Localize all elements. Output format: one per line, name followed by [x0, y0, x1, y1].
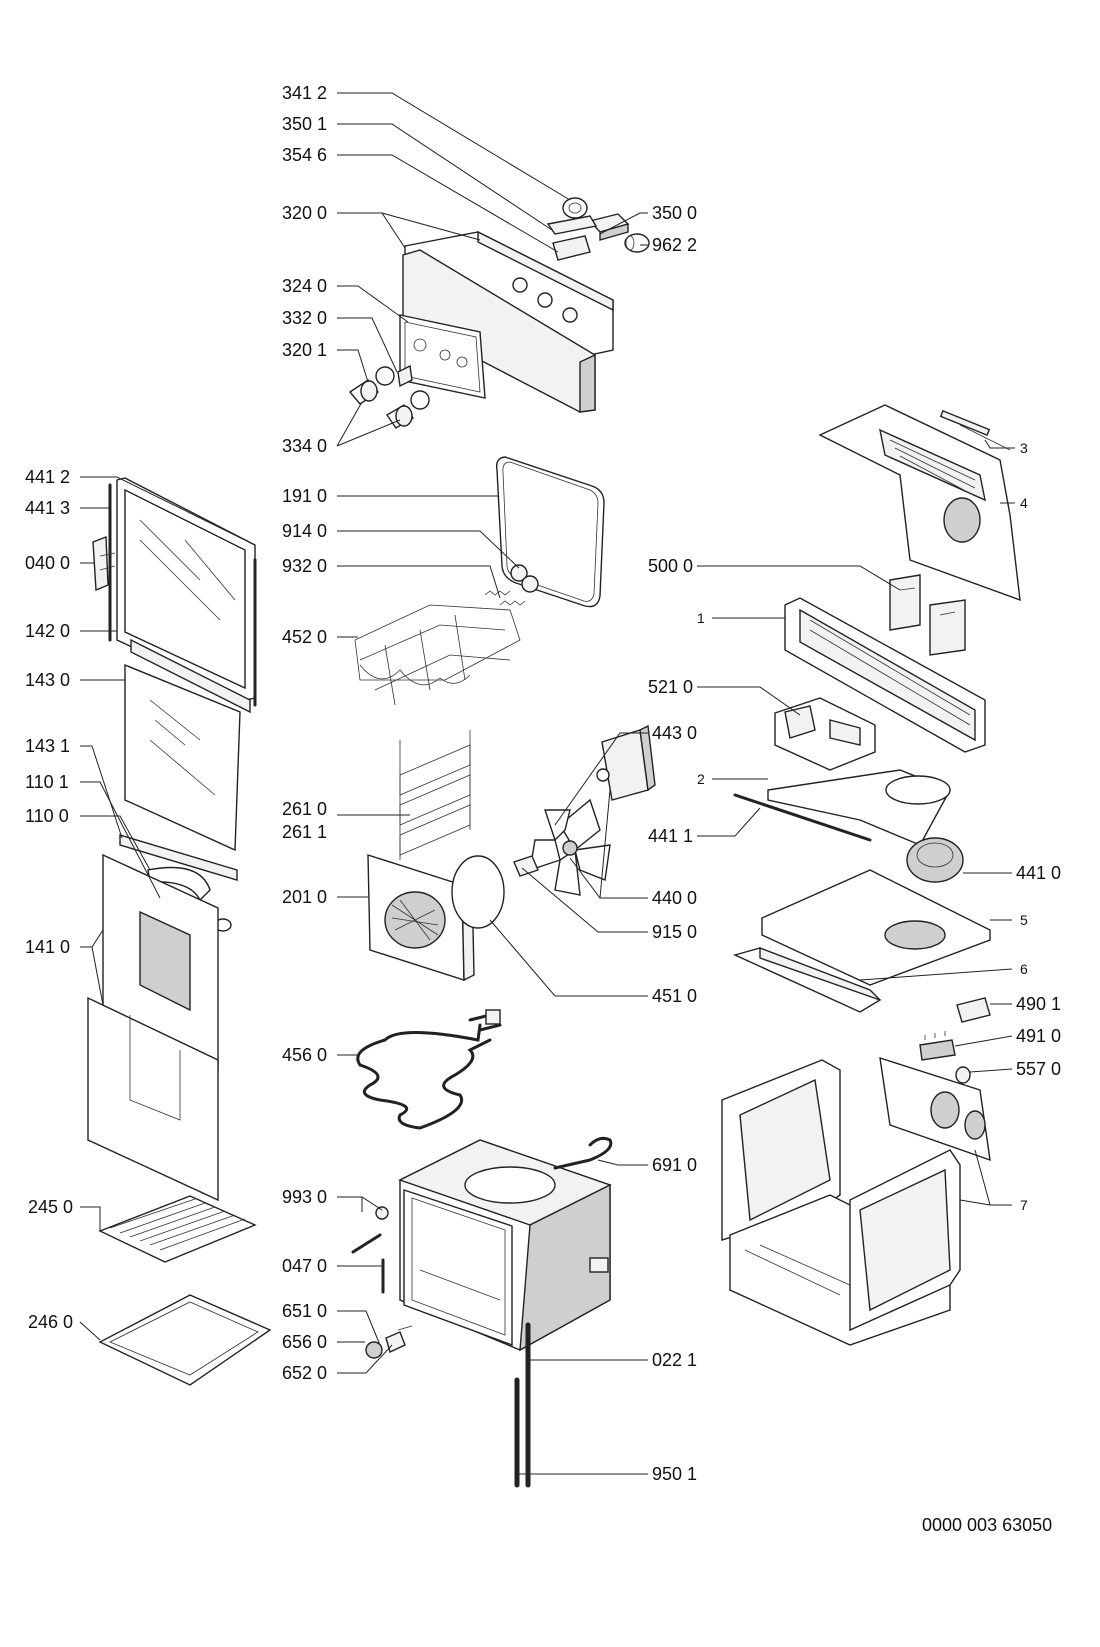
label-334-0: 334 0	[282, 436, 327, 456]
label-7: 7	[1020, 1197, 1028, 1213]
part-labels: 341 2 350 1 354 6 320 0 324 0 332 0 320 …	[25, 83, 1061, 1484]
label-332-0: 332 0	[282, 308, 327, 328]
label-320-1: 320 1	[282, 340, 327, 360]
label-320-0: 320 0	[282, 203, 327, 223]
label-452-0: 452 0	[282, 627, 327, 647]
front-frame	[784, 597, 986, 753]
label-245-0: 245 0	[28, 1197, 73, 1217]
label-040-0: 040 0	[25, 553, 70, 573]
label-141-0: 141 0	[25, 937, 70, 957]
label-350-1: 350 1	[282, 114, 327, 134]
label-261-0: 261 0	[282, 799, 327, 819]
label-143-0: 143 0	[25, 670, 70, 690]
label-354-6: 354 6	[282, 145, 327, 165]
label-110-1: 110 1	[25, 772, 69, 792]
cooling-duct	[733, 769, 964, 883]
label-246-0: 246 0	[28, 1312, 73, 1332]
side-rack	[399, 730, 471, 860]
label-500-0: 500 0	[648, 556, 693, 576]
hinge-springs	[484, 564, 539, 606]
baking-tray	[98, 1294, 272, 1386]
wire-rack	[98, 1195, 257, 1263]
label-451-0: 451 0	[652, 986, 697, 1006]
label-521-0: 521 0	[648, 677, 693, 697]
label-441-3: 441 3	[25, 498, 70, 518]
label-022-1: 022 1	[652, 1350, 697, 1370]
label-443-0: 443 0	[652, 723, 697, 743]
label-191-0: 191 0	[282, 486, 327, 506]
label-047-0: 047 0	[282, 1256, 327, 1276]
label-261-1: 261 1	[282, 822, 327, 842]
label-993-0: 993 0	[282, 1187, 327, 1207]
label-5: 5	[1020, 912, 1028, 928]
inner-glass	[124, 663, 241, 852]
door-handle-hinge	[92, 535, 116, 592]
terminal-parts	[919, 997, 991, 1084]
label-557-0: 557 0	[1016, 1059, 1061, 1079]
label-652-0: 652 0	[282, 1363, 327, 1383]
label-440-0: 440 0	[652, 888, 697, 908]
label-142-0: 142 0	[25, 621, 70, 641]
label-651-0: 651 0	[282, 1301, 327, 1321]
outer-casing	[721, 1056, 991, 1346]
label-691-0: 691 0	[652, 1155, 697, 1175]
door-gasket	[495, 456, 605, 608]
label-914-0: 914 0	[282, 521, 327, 541]
label-2: 2	[697, 771, 705, 787]
label-441-1: 441 1	[648, 826, 693, 846]
label-441-2: 441 2	[25, 467, 70, 487]
label-456-0: 456 0	[282, 1045, 327, 1065]
label-915-0: 915 0	[652, 922, 697, 942]
label-201-0: 201 0	[282, 887, 327, 907]
label-962-2: 962 2	[652, 235, 697, 255]
oven-cavity	[398, 1136, 613, 1352]
outer-door-glass	[87, 853, 219, 1202]
glass-retainer	[119, 834, 238, 881]
fasteners	[351, 1206, 413, 1359]
label-4: 4	[1020, 495, 1028, 511]
label-110-0: 110 0	[25, 806, 69, 826]
label-3: 3	[1020, 440, 1028, 456]
top-cover-plate	[818, 404, 1021, 602]
heating-element	[356, 1009, 502, 1130]
electronics-housing	[774, 697, 876, 771]
leader-lines	[79, 92, 1015, 1475]
label-341-2: 341 2	[282, 83, 327, 103]
label-490-1: 490 1	[1016, 994, 1061, 1014]
control-panel-assembly	[348, 197, 650, 429]
label-932-0: 932 0	[282, 556, 327, 576]
fan-ring	[451, 855, 505, 929]
document-number: 0000 003 63050	[922, 1515, 1052, 1535]
label-143-1: 143 1	[25, 736, 70, 756]
label-441-0: 441 0	[1016, 863, 1061, 883]
label-656-0: 656 0	[282, 1332, 327, 1352]
fan-cover	[367, 854, 475, 982]
relay-module	[889, 574, 966, 656]
label-6: 6	[1020, 961, 1028, 977]
label-350-0: 350 0	[652, 203, 697, 223]
wire-shelf-support	[354, 604, 521, 706]
label-324-0: 324 0	[282, 276, 327, 296]
label-950-1: 950 1	[652, 1464, 697, 1484]
label-491-0: 491 0	[1016, 1026, 1061, 1046]
fan-assembly	[513, 724, 656, 896]
door-frame	[108, 477, 257, 714]
bottom-plate	[732, 869, 991, 1013]
label-1: 1	[697, 610, 705, 626]
